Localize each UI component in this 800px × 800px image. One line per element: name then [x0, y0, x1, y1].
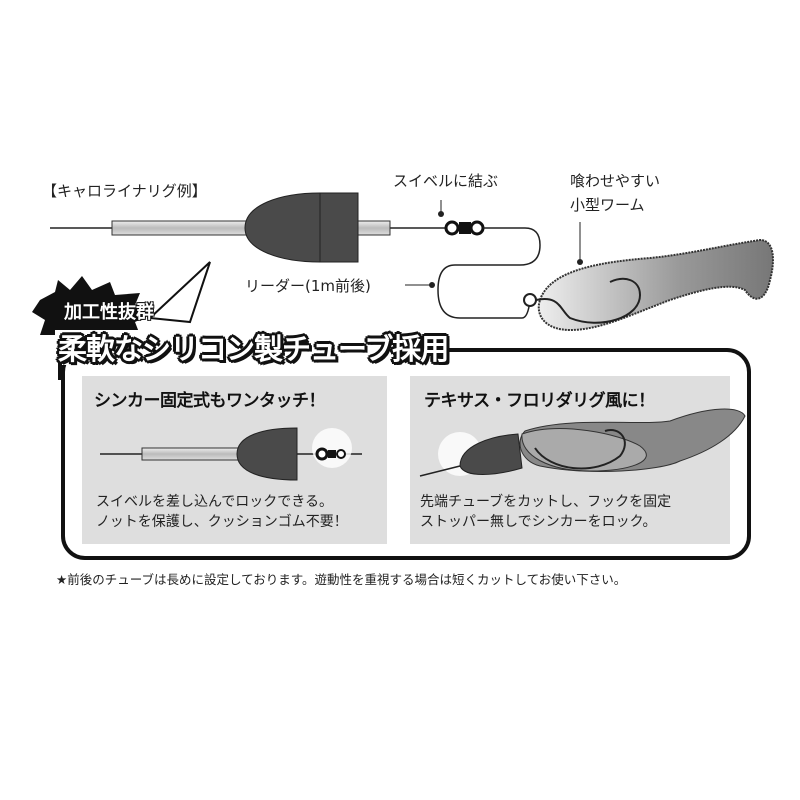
silicone-tube-front [354, 220, 391, 236]
panel-title: テキサス・フロリダリグ風に！ [424, 391, 655, 411]
sinker [244, 192, 359, 263]
worm [537, 238, 774, 332]
burst-shape [32, 276, 150, 335]
panel-body-line2: ストッパー無しでシンカーをロック。 [420, 514, 657, 530]
diagram-title: 【キャロライナリグ例】 [42, 182, 207, 200]
panel-body-line1: スイベルを差し込んでロックできる。 [96, 494, 334, 510]
panel-fixed-sinker: シンカー固定式もワンタッチ！ スイベルを差し込んでロックできる。 ノットを保護し… [82, 376, 387, 544]
swivel-icon [444, 220, 485, 236]
texas-rig-illustration [419, 408, 746, 477]
leader-label: リーダー(1m前後) [245, 277, 371, 295]
glow-icon [312, 428, 352, 468]
hook [535, 277, 642, 324]
fixed-sinker-illustration [100, 427, 362, 481]
worm-label-line2: 小型ワーム [570, 196, 645, 214]
panel-texas-rig: テキサス・フロリダリグ風に！ 先端チューブをカットし、フックを固定 ストッパー無… [410, 376, 746, 544]
panel-title: シンカー固定式もワンタッチ！ [94, 391, 326, 411]
footnote: ★前後のチューブは長めに設定しております。遊動性を重視する場合は短くカットしてお… [56, 572, 627, 587]
leader-line [437, 227, 541, 319]
headline: 柔軟なシリコン製チューブ採用 [58, 332, 449, 366]
feature-badge: 加工性抜群 [64, 302, 154, 323]
swivel-label: スイベルに結ぶ [393, 172, 499, 190]
panel-body-line2: ノットを保護し、クッションゴム不要！ [96, 514, 348, 530]
silicone-tube-rear [111, 220, 248, 236]
worm-label-line1: 喰わせやすい [570, 172, 661, 190]
panel-body-line1: 先端チューブをカットし、フックを固定 [420, 494, 672, 510]
